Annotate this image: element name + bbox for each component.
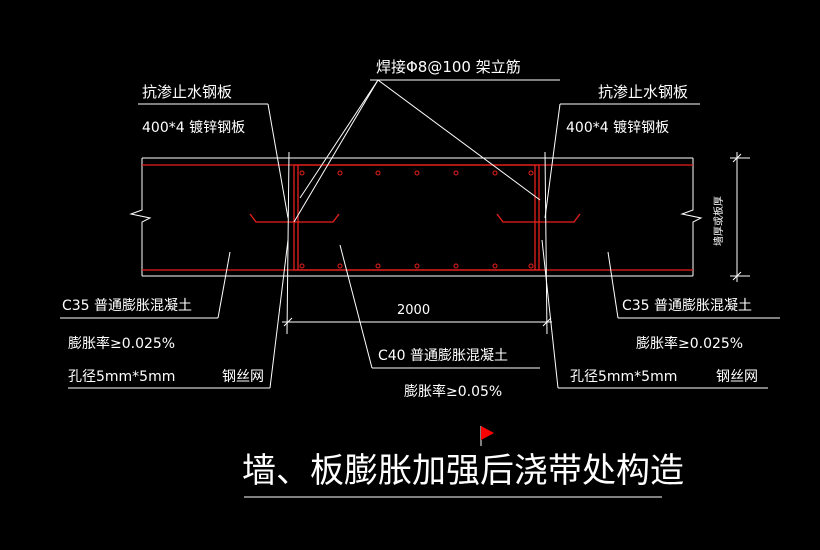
right-plate-label: 抗渗止水钢板: [598, 83, 688, 101]
right-concrete-label: C35 普通膨胀混凝土: [622, 297, 752, 314]
dimension-value: 2000: [397, 303, 430, 318]
left-hole-label: 孔径5mm*5mm: [68, 369, 175, 385]
left-mesh-label: 钢丝网: [222, 369, 264, 385]
right-mesh-label: 钢丝网: [716, 369, 758, 385]
dimension-line: [282, 317, 552, 327]
center-concrete-label: C40 普通膨胀混凝土: [378, 347, 508, 364]
drawing-title: 墙、板膨胀加强后浇带处构造: [242, 451, 684, 491]
left-plate-label: 抗渗止水钢板: [142, 83, 232, 101]
flag-icon: [480, 426, 494, 446]
slab-outline: [129, 157, 703, 277]
left-plate-spec: 400*4 镀锌钢板: [142, 119, 245, 136]
leader-lines: [60, 79, 780, 389]
left-rate-label: 膨胀率≥0.025%: [68, 335, 175, 352]
waterstop-plates: [249, 213, 581, 223]
longitudinal-rebars: [142, 164, 693, 271]
thickness-label: 墙厚或板厚: [712, 196, 725, 246]
center-stirrup: [293, 164, 540, 271]
left-concrete-label: C35 普通膨胀混凝土: [62, 297, 192, 314]
center-rate-label: 膨胀率≥0.05%: [404, 383, 502, 400]
weld-rebar-label: 焊接Φ8@100 架立筋: [376, 58, 521, 76]
right-hole-label: 孔径5mm*5mm: [570, 369, 677, 385]
right-plate-spec: 400*4 镀锌钢板: [566, 119, 669, 136]
right-rate-label: 膨胀率≥0.025%: [636, 335, 743, 352]
rebar-dots: [299, 170, 534, 269]
thickness-dimension: [730, 152, 750, 282]
